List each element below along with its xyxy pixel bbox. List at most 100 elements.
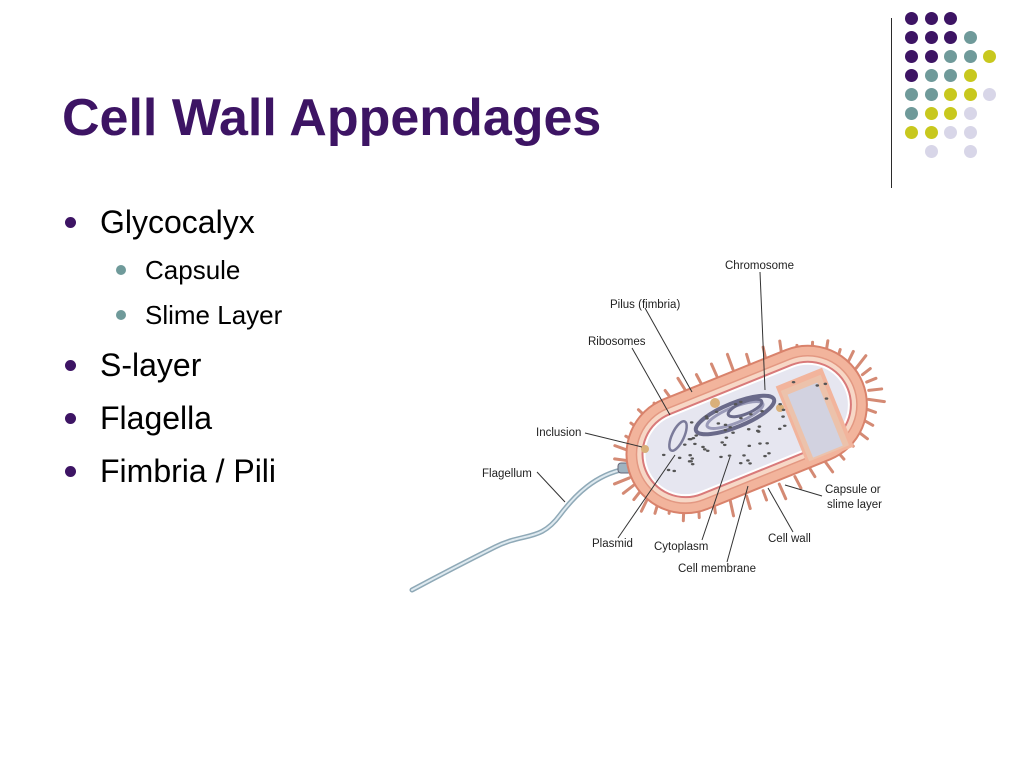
ribosome xyxy=(749,413,753,416)
ribosome xyxy=(693,442,697,446)
decorative-dot xyxy=(944,31,957,44)
decorative-dot xyxy=(905,88,918,101)
leader-lines xyxy=(536,271,823,563)
decorative-dot xyxy=(905,107,918,120)
ribosome xyxy=(731,431,735,434)
inclusion-granule xyxy=(641,445,649,453)
fimbria-hair xyxy=(854,354,868,370)
ribosome xyxy=(777,427,782,431)
ribosome xyxy=(661,453,666,457)
ribosome xyxy=(720,441,725,444)
ribosome xyxy=(716,422,721,425)
decorative-dot xyxy=(924,107,938,120)
ribosome xyxy=(823,382,828,386)
fimbria-hair xyxy=(621,483,636,495)
decorative-dot xyxy=(944,126,957,139)
bullet-text: Glycocalyx xyxy=(100,204,255,240)
bullet-marker xyxy=(65,217,76,228)
label-cytoplasm: Cytoplasm xyxy=(654,541,708,553)
ribosome xyxy=(704,415,709,418)
ribosome xyxy=(781,408,786,412)
label-flagellum: Flagellum xyxy=(482,468,532,480)
ribosome xyxy=(747,444,752,448)
decorative-dot xyxy=(905,12,918,25)
ribosome xyxy=(755,429,760,433)
decorative-dot xyxy=(924,31,938,44)
label-inclusion: Inclusion xyxy=(536,427,581,439)
ribosome xyxy=(672,469,677,473)
decorative-dot xyxy=(944,69,957,82)
ribosome xyxy=(689,421,694,424)
ribosome xyxy=(765,442,769,445)
ribosome xyxy=(763,454,767,458)
ribosome xyxy=(666,468,671,472)
decorative-dot xyxy=(963,31,977,44)
fimbria-hair xyxy=(709,362,719,378)
ribosome xyxy=(767,452,771,455)
decorative-dot xyxy=(983,88,996,101)
vertical-divider xyxy=(891,18,892,188)
ribosome xyxy=(690,462,695,466)
ribosome xyxy=(723,428,728,432)
ribosome xyxy=(738,461,743,465)
ribosome xyxy=(782,424,787,427)
fimbria-hair xyxy=(728,498,736,518)
fimbria-hair xyxy=(613,457,629,463)
ribosome xyxy=(689,460,693,463)
fimbria-hair xyxy=(860,367,872,377)
bullet-marker xyxy=(65,413,76,424)
decorative-dot xyxy=(924,145,938,158)
ribosome xyxy=(760,410,764,413)
decorative-dot xyxy=(905,126,918,139)
decorative-dot-grid xyxy=(905,12,1015,167)
ribosome xyxy=(728,426,733,429)
decorative-dot xyxy=(924,12,938,25)
ribosome xyxy=(815,384,820,387)
fimbria-hair xyxy=(612,476,631,486)
decorative-dot xyxy=(905,69,918,82)
fimbria-hair xyxy=(808,466,817,479)
ribosome xyxy=(702,448,707,451)
decorative-dot xyxy=(944,12,957,25)
sub-bullet-text: Slime Layer xyxy=(145,300,283,330)
fimbria-hair xyxy=(676,376,688,394)
decorative-dot xyxy=(905,31,918,44)
ribosome xyxy=(742,454,746,457)
ribosome xyxy=(739,416,743,420)
ribosome xyxy=(791,380,796,384)
decorative-dot xyxy=(944,50,957,63)
bullet-marker xyxy=(65,466,76,477)
decorative-dot xyxy=(924,126,938,139)
cell-body xyxy=(625,344,868,515)
ribosome xyxy=(722,443,727,447)
ribosome xyxy=(733,403,738,406)
label-chromosome: Chromosome xyxy=(725,260,794,272)
decorative-dot xyxy=(963,50,977,63)
label-capsule-line2: slime layer xyxy=(827,499,882,511)
ribosome xyxy=(778,402,782,406)
ribosome xyxy=(677,456,682,460)
ribosome xyxy=(701,445,705,449)
label-plasmid: Plasmid xyxy=(592,538,633,550)
ribosome xyxy=(781,415,785,418)
sub-bullet-text: Capsule xyxy=(145,255,241,285)
inclusion-granule xyxy=(710,398,720,408)
decorative-dot xyxy=(963,126,977,139)
fimbria-hair xyxy=(745,352,751,366)
ribosome-dots xyxy=(661,380,829,473)
ribosome xyxy=(746,459,750,462)
decorative-dot xyxy=(944,88,957,101)
decorative-dot xyxy=(924,88,938,101)
fimbria-hair xyxy=(865,376,878,384)
sub-bullet-marker xyxy=(116,265,126,275)
ribosome xyxy=(723,423,728,427)
bullet-marker xyxy=(65,360,76,371)
decorative-dot xyxy=(905,50,918,63)
ribosome xyxy=(758,442,762,445)
slide-title: Cell Wall Appendages xyxy=(62,89,602,147)
fimbria-hair xyxy=(761,489,769,502)
bullet-text: Flagella xyxy=(100,400,213,436)
flagellum-shape xyxy=(409,466,628,593)
ribosome xyxy=(687,437,692,441)
plasmid-shape xyxy=(668,420,688,452)
